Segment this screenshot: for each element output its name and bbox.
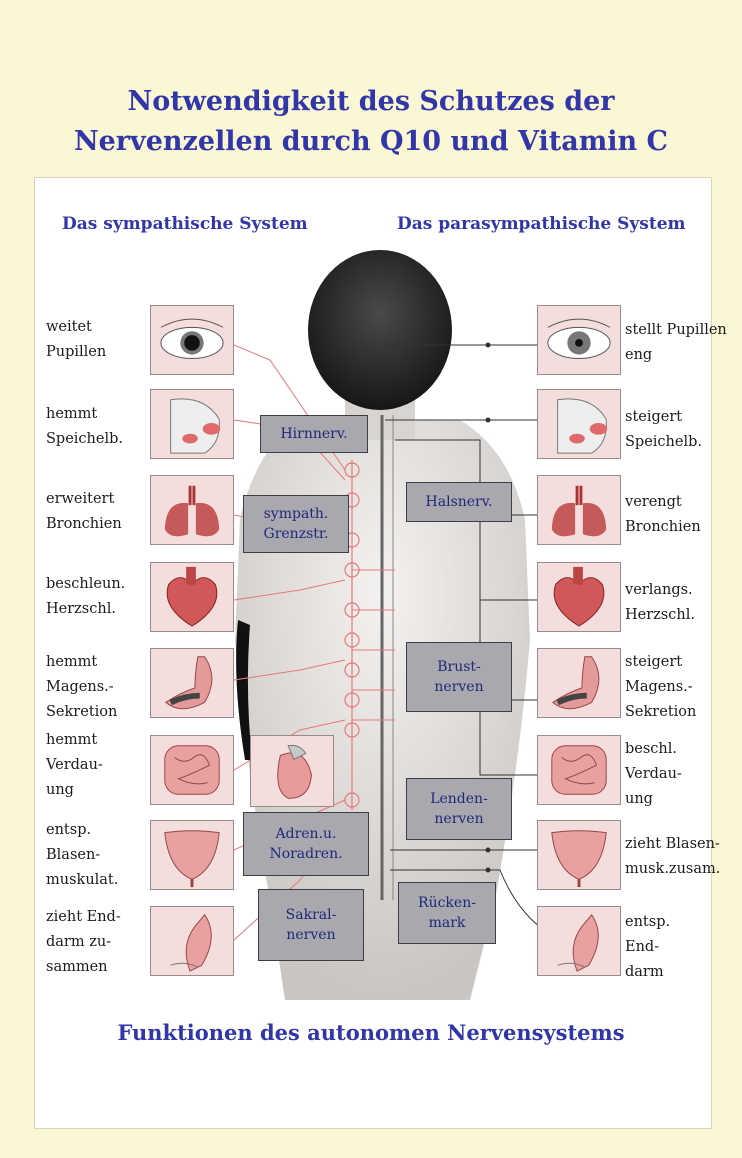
heart-icon xyxy=(151,563,233,631)
right-label-pupils: stellt Pupillen eng xyxy=(625,318,727,368)
intestine-right-thumbnail xyxy=(537,735,621,805)
eye-icon xyxy=(538,306,620,374)
right-label-bronchi: verengt Bronchien xyxy=(625,490,701,540)
stomach-icon xyxy=(151,649,233,717)
intestine-icon xyxy=(538,736,620,804)
left-label-heart: beschleun. Herzschl. xyxy=(46,572,125,622)
salivary-gland-right-thumbnail xyxy=(537,389,621,459)
box-adrenalin: Adren.u. Noradren. xyxy=(243,812,369,876)
right-label-rectum: entsp. End- darm xyxy=(625,910,670,985)
eye-constricted-thumbnail xyxy=(537,305,621,375)
lungs-icon xyxy=(538,476,620,544)
intestine-icon xyxy=(151,736,233,804)
left-label-digestion: hemmt Verdau- ung xyxy=(46,728,103,803)
left-label-saliva: hemmt Speichelb. xyxy=(46,402,123,452)
right-label-heart: verlangs. Herzschl. xyxy=(625,578,695,628)
stomach-right-thumbnail xyxy=(537,648,621,718)
kidney-adrenal-icon xyxy=(251,736,333,806)
bladder-right-thumbnail xyxy=(537,820,621,890)
lungs-thumbnail xyxy=(150,475,234,545)
right-label-digestion: beschl. Verdau- ung xyxy=(625,737,682,812)
intestine-thumbnail xyxy=(150,735,234,805)
left-label-stomach: hemmt Magens.- Sekretion xyxy=(46,650,117,725)
box-rueckenmark: Rücken- mark xyxy=(398,882,496,944)
eye-icon xyxy=(151,306,233,374)
box-grenzstr: sympath. Grenzstr. xyxy=(243,495,349,553)
heart-icon xyxy=(538,563,620,631)
box-brustnerven: Brust- nerven xyxy=(406,642,512,712)
lungs-icon xyxy=(151,476,233,544)
left-label-rectum: zieht End- darm zu- sammen xyxy=(46,905,121,980)
box-halsnerv: Halsnerv. xyxy=(406,482,512,522)
adrenal-thumbnail xyxy=(250,735,334,807)
box-hirnnerv: Hirnnerv. xyxy=(260,415,368,453)
bladder-thumbnail xyxy=(150,820,234,890)
bladder-icon xyxy=(151,821,233,889)
rectum-icon xyxy=(538,907,620,975)
stomach-thumbnail xyxy=(150,648,234,718)
footer-caption: Funktionen des autonomen Nervensystems xyxy=(0,1020,742,1045)
rectum-icon xyxy=(151,907,233,975)
heart-thumbnail xyxy=(150,562,234,632)
rectum-thumbnail xyxy=(150,906,234,976)
eye-dilated-thumbnail xyxy=(150,305,234,375)
box-sakralnerven: Sakral- nerven xyxy=(258,889,364,961)
stomach-icon xyxy=(538,649,620,717)
left-label-pupils: weitet Pupillen xyxy=(46,315,106,365)
heart-right-thumbnail xyxy=(537,562,621,632)
lungs-right-thumbnail xyxy=(537,475,621,545)
left-label-bladder: entsp. Blasen- muskulat. xyxy=(46,818,118,893)
salivary-gland-icon xyxy=(151,390,233,458)
head-hair xyxy=(308,250,452,410)
right-label-stomach: steigert Magens.- Sekretion xyxy=(625,650,696,725)
left-label-bronchi: erweitert Bronchien xyxy=(46,487,122,537)
salivary-gland-thumbnail xyxy=(150,389,234,459)
box-lendennerven: Lenden- nerven xyxy=(406,778,512,840)
salivary-gland-icon xyxy=(538,390,620,458)
right-label-bladder: zieht Blasen- musk.zusam. xyxy=(625,832,720,882)
right-label-saliva: steigert Speichelb. xyxy=(625,405,702,455)
rectum-right-thumbnail xyxy=(537,906,621,976)
bladder-icon xyxy=(538,821,620,889)
